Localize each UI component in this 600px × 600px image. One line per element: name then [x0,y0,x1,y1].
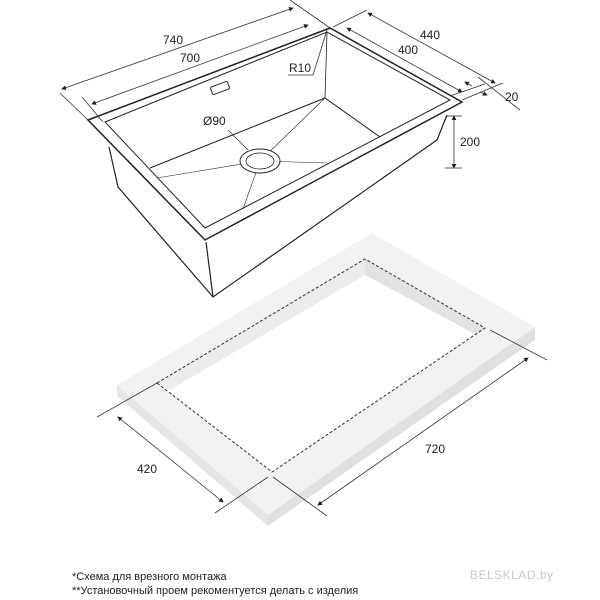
cutout-outline [156,258,486,473]
note-installation-scheme: *Схема для врезного монтажа [72,571,227,583]
overflow-slot [210,81,230,95]
note-cutout-advice: **Установочный проем рекоментуется делат… [72,585,359,597]
outer-length-label: 740 [163,33,183,47]
cutout-inner-wall-back [365,259,485,334]
cutout-length-label: 720 [425,442,445,456]
depth-label: 200 [460,135,480,149]
sink-body [86,27,464,298]
countertop [117,233,535,526]
rim-label: 20 [505,90,519,104]
watermark: BELSKLAD.by [470,568,554,582]
corner-radius-label: R10 [289,61,311,75]
inner-length-label: 700 [180,51,200,65]
cutout-width-label: 420 [137,462,157,476]
sink-dimension-lines [59,0,521,169]
cutout-length-dimension [272,329,548,517]
sink-rim-inner [104,31,452,229]
drain-diameter-label: Ø90 [203,114,226,128]
cutout-inner-wall-left [157,259,365,390]
inner-width-label: 400 [398,43,418,57]
cutout-width-dimension [96,382,269,514]
outer-width-label: 440 [420,28,440,42]
basin-slope-lines [156,97,328,210]
